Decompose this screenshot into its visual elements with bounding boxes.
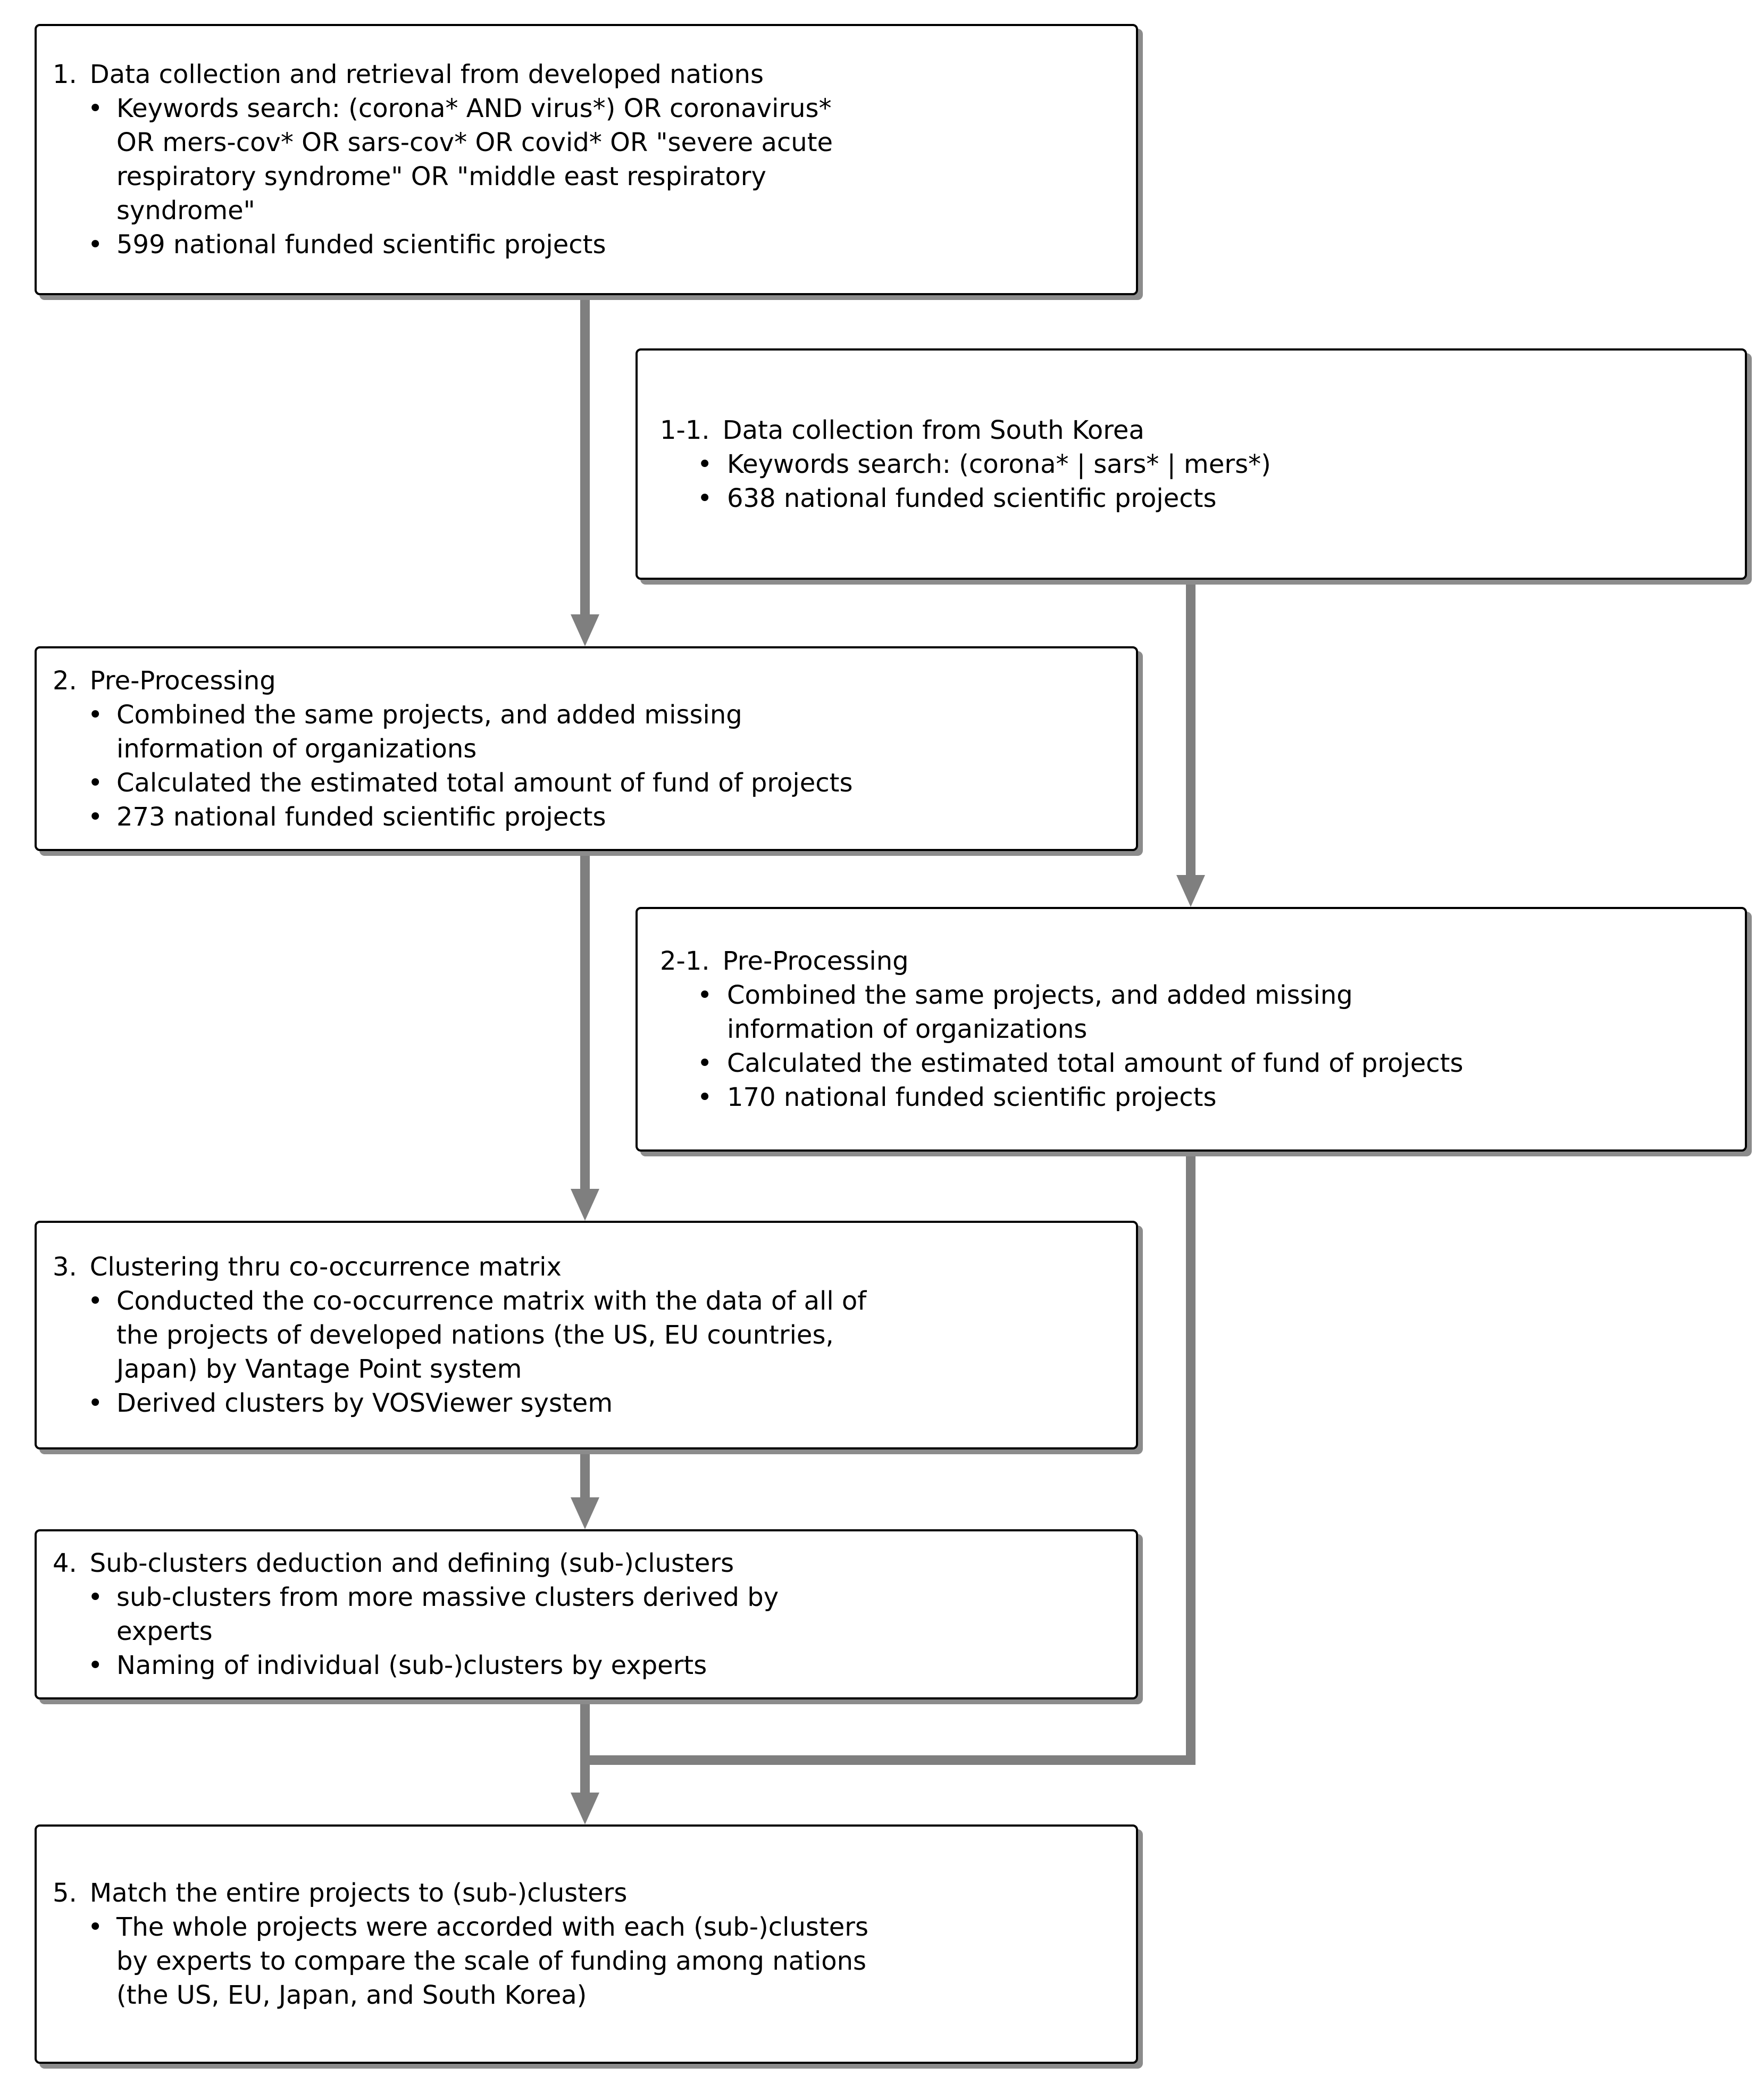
bullet-line: 273 national funded scientific projects	[37, 800, 1136, 834]
flow-box-step-1: 1. Data collection and retrieval from dev…	[35, 24, 1138, 295]
step-title: Pre-Processing	[89, 665, 276, 696]
bullet-continuation-line: respiratory syndrome" OR "middle east re…	[116, 162, 766, 191]
arrowhead-icon-step2-1	[1176, 875, 1205, 907]
flow-box-step-3: 3. Clustering thru co-occurrence matrix C…	[35, 1221, 1138, 1449]
step-title: Match the entire projects to (sub-)clust…	[89, 1878, 628, 1908]
bullet-line: Conducted the co-occurrence matrix with …	[37, 1284, 1136, 1318]
step-heading: 1. Data collection and retrieval from dev…	[37, 57, 1136, 91]
step-heading: 3. Clustering thru co-occurrence matrix	[37, 1250, 1136, 1284]
bullet-line: Calculated the estimated total amount of…	[37, 766, 1136, 800]
bullet-continuation-line: (the US, EU, Japan, and South Korea)	[116, 1980, 587, 2010]
bullet-line: Naming of individual (sub-)clusters by e…	[37, 1648, 1136, 1682]
step-heading: 2-1. Pre-Processing	[638, 944, 1745, 978]
bullet-list: Conducted the co-occurrence matrix with …	[37, 1284, 1136, 1420]
step-number: 3.	[53, 1252, 77, 1282]
step-title: Data collection and retrieval from devel…	[89, 60, 764, 89]
bullet-line: Keywords search: (corona* AND virus*) OR…	[37, 91, 1136, 126]
bullet-continuation-line: experts	[116, 1616, 213, 1646]
bullet-list: Combined the same projects, and added mi…	[638, 978, 1745, 1114]
connector-step4-to-step5	[580, 1698, 590, 1794]
bullet-line: Combined the same projects, and added mi…	[638, 978, 1745, 1012]
connector-step3-to-step4	[580, 1448, 590, 1499]
step-heading: 2. Pre-Processing	[37, 664, 1136, 698]
flow-box-step-2-1: 2-1. Pre-Processing Combined the same pro…	[636, 907, 1747, 1152]
flow-box-step-4: 4. Sub-clusters deduction and defining (s…	[35, 1529, 1138, 1699]
step-number: 1.	[53, 60, 77, 89]
step-title: Sub-clusters deduction and defining (sub…	[89, 1548, 734, 1578]
connector-step1-1-to-step2-1	[1186, 579, 1195, 877]
bullet-continuation-line: Japan) by Vantage Point system	[116, 1354, 522, 1384]
connector-step2-1-to-merge	[1186, 1151, 1195, 1765]
bullet-continuation-line: syndrome"	[116, 196, 255, 226]
connector-step1-to-step2	[580, 295, 590, 617]
arrowhead-icon-step3	[571, 1189, 599, 1221]
bullet-line: Derived clusters by VOSViewer system	[37, 1386, 1136, 1420]
flow-box-step-1-1: 1-1. Data collection from South Korea Key…	[636, 348, 1747, 580]
bullet-continuation-line: information of organizations	[727, 1014, 1088, 1044]
bullet-list: The whole projects were accorded with ea…	[37, 1910, 1136, 2012]
bullet-line: The whole projects were accorded with ea…	[37, 1910, 1136, 1944]
bullet-continuation-line: by experts to compare the scale of fundi…	[116, 1946, 867, 1976]
bullet-line: Combined the same projects, and added mi…	[37, 698, 1136, 732]
arrowhead-icon-step4	[571, 1497, 599, 1529]
bullet-line: 638 national funded scientific projects	[638, 481, 1745, 515]
bullet-line: 170 national funded scientific projects	[638, 1080, 1745, 1114]
bullet-list: Combined the same projects, and added mi…	[37, 698, 1136, 834]
step-number: 1-1.	[660, 415, 710, 445]
bullet-list: Keywords search: (corona* | sars* | mers…	[638, 447, 1745, 515]
bullet-line: Keywords search: (corona* | sars* | mers…	[638, 447, 1745, 481]
bullet-continuation-line: OR mers-cov* OR sars-cov* OR covid* OR "…	[116, 128, 833, 157]
arrowhead-icon-step5	[571, 1793, 599, 1824]
step-number: 5.	[53, 1878, 77, 1908]
bullet-line: Calculated the estimated total amount of…	[638, 1046, 1745, 1080]
bullet-line: sub-clusters from more massive clusters …	[37, 1580, 1136, 1614]
flow-box-step-5: 5. Match the entire projects to (sub-)clu…	[35, 1824, 1138, 2064]
connector-merge-horizontal	[580, 1755, 1195, 1765]
step-heading: 4. Sub-clusters deduction and defining (s…	[37, 1546, 1136, 1580]
step-number: 2.	[53, 665, 77, 696]
step-number: 4.	[53, 1548, 77, 1578]
step-number: 2-1.	[660, 946, 710, 976]
flow-box-step-2: 2. Pre-Processing Combined the same proje…	[35, 646, 1138, 851]
bullet-list: sub-clusters from more massive clusters …	[37, 1580, 1136, 1682]
step-title: Clustering thru co-occurrence matrix	[89, 1252, 562, 1282]
bullet-continuation-line: information of organizations	[116, 734, 477, 764]
step-title: Pre-Processing	[722, 946, 909, 976]
step-title: Data collection from South Korea	[722, 415, 1144, 445]
arrowhead-icon-step2	[571, 614, 599, 646]
connector-step2-to-step3	[580, 850, 590, 1190]
bullet-list: Keywords search: (corona* AND virus*) OR…	[37, 91, 1136, 262]
step-heading: 1-1. Data collection from South Korea	[638, 413, 1745, 447]
bullet-line: 599 national funded scientific projects	[37, 228, 1136, 262]
step-heading: 5. Match the entire projects to (sub-)clu…	[37, 1876, 1136, 1910]
bullet-continuation-line: the projects of developed nations (the U…	[116, 1320, 834, 1350]
